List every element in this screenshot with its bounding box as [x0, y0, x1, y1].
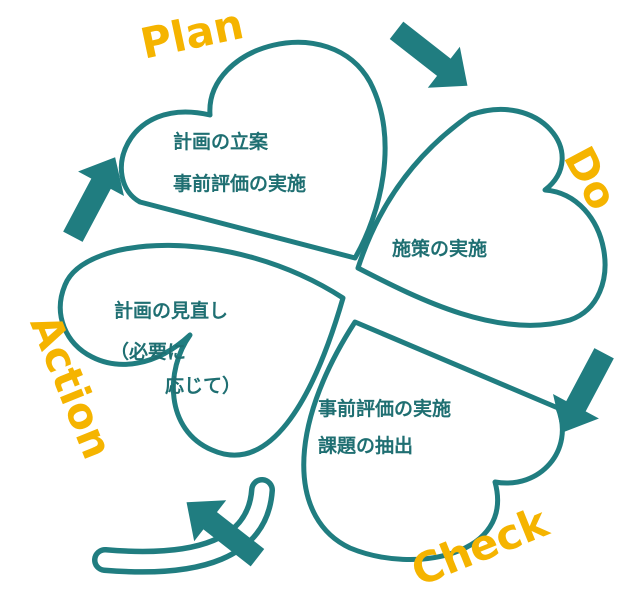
- action-text-line3: 応じて）: [165, 374, 241, 397]
- check-text-line1: 事前評価の実施: [318, 397, 451, 420]
- petal-plan: [118, 39, 388, 261]
- check-text-line2: 課題の抽出: [318, 434, 413, 457]
- clover-stem: [92, 477, 275, 575]
- arrow-plan-to-do: [389, 21, 468, 88]
- arrow-check-to-action: [186, 500, 265, 567]
- action-text-line1: 計画の見直し: [114, 299, 228, 322]
- plan-text-line1: 計画の立案: [173, 130, 269, 153]
- plan-text-line2: 事前評価の実施: [173, 172, 306, 195]
- arrow-action-to-plan: [63, 157, 124, 242]
- arrow-do-to-check: [553, 348, 614, 433]
- do-text-line1: 施策の実施: [392, 237, 487, 260]
- petal-action: [57, 242, 346, 458]
- action-text-line2: （必要に: [110, 340, 186, 363]
- petal-check: [301, 319, 565, 562]
- petal-do: [355, 107, 608, 328]
- phase-label-plan: Plan: [136, 0, 247, 69]
